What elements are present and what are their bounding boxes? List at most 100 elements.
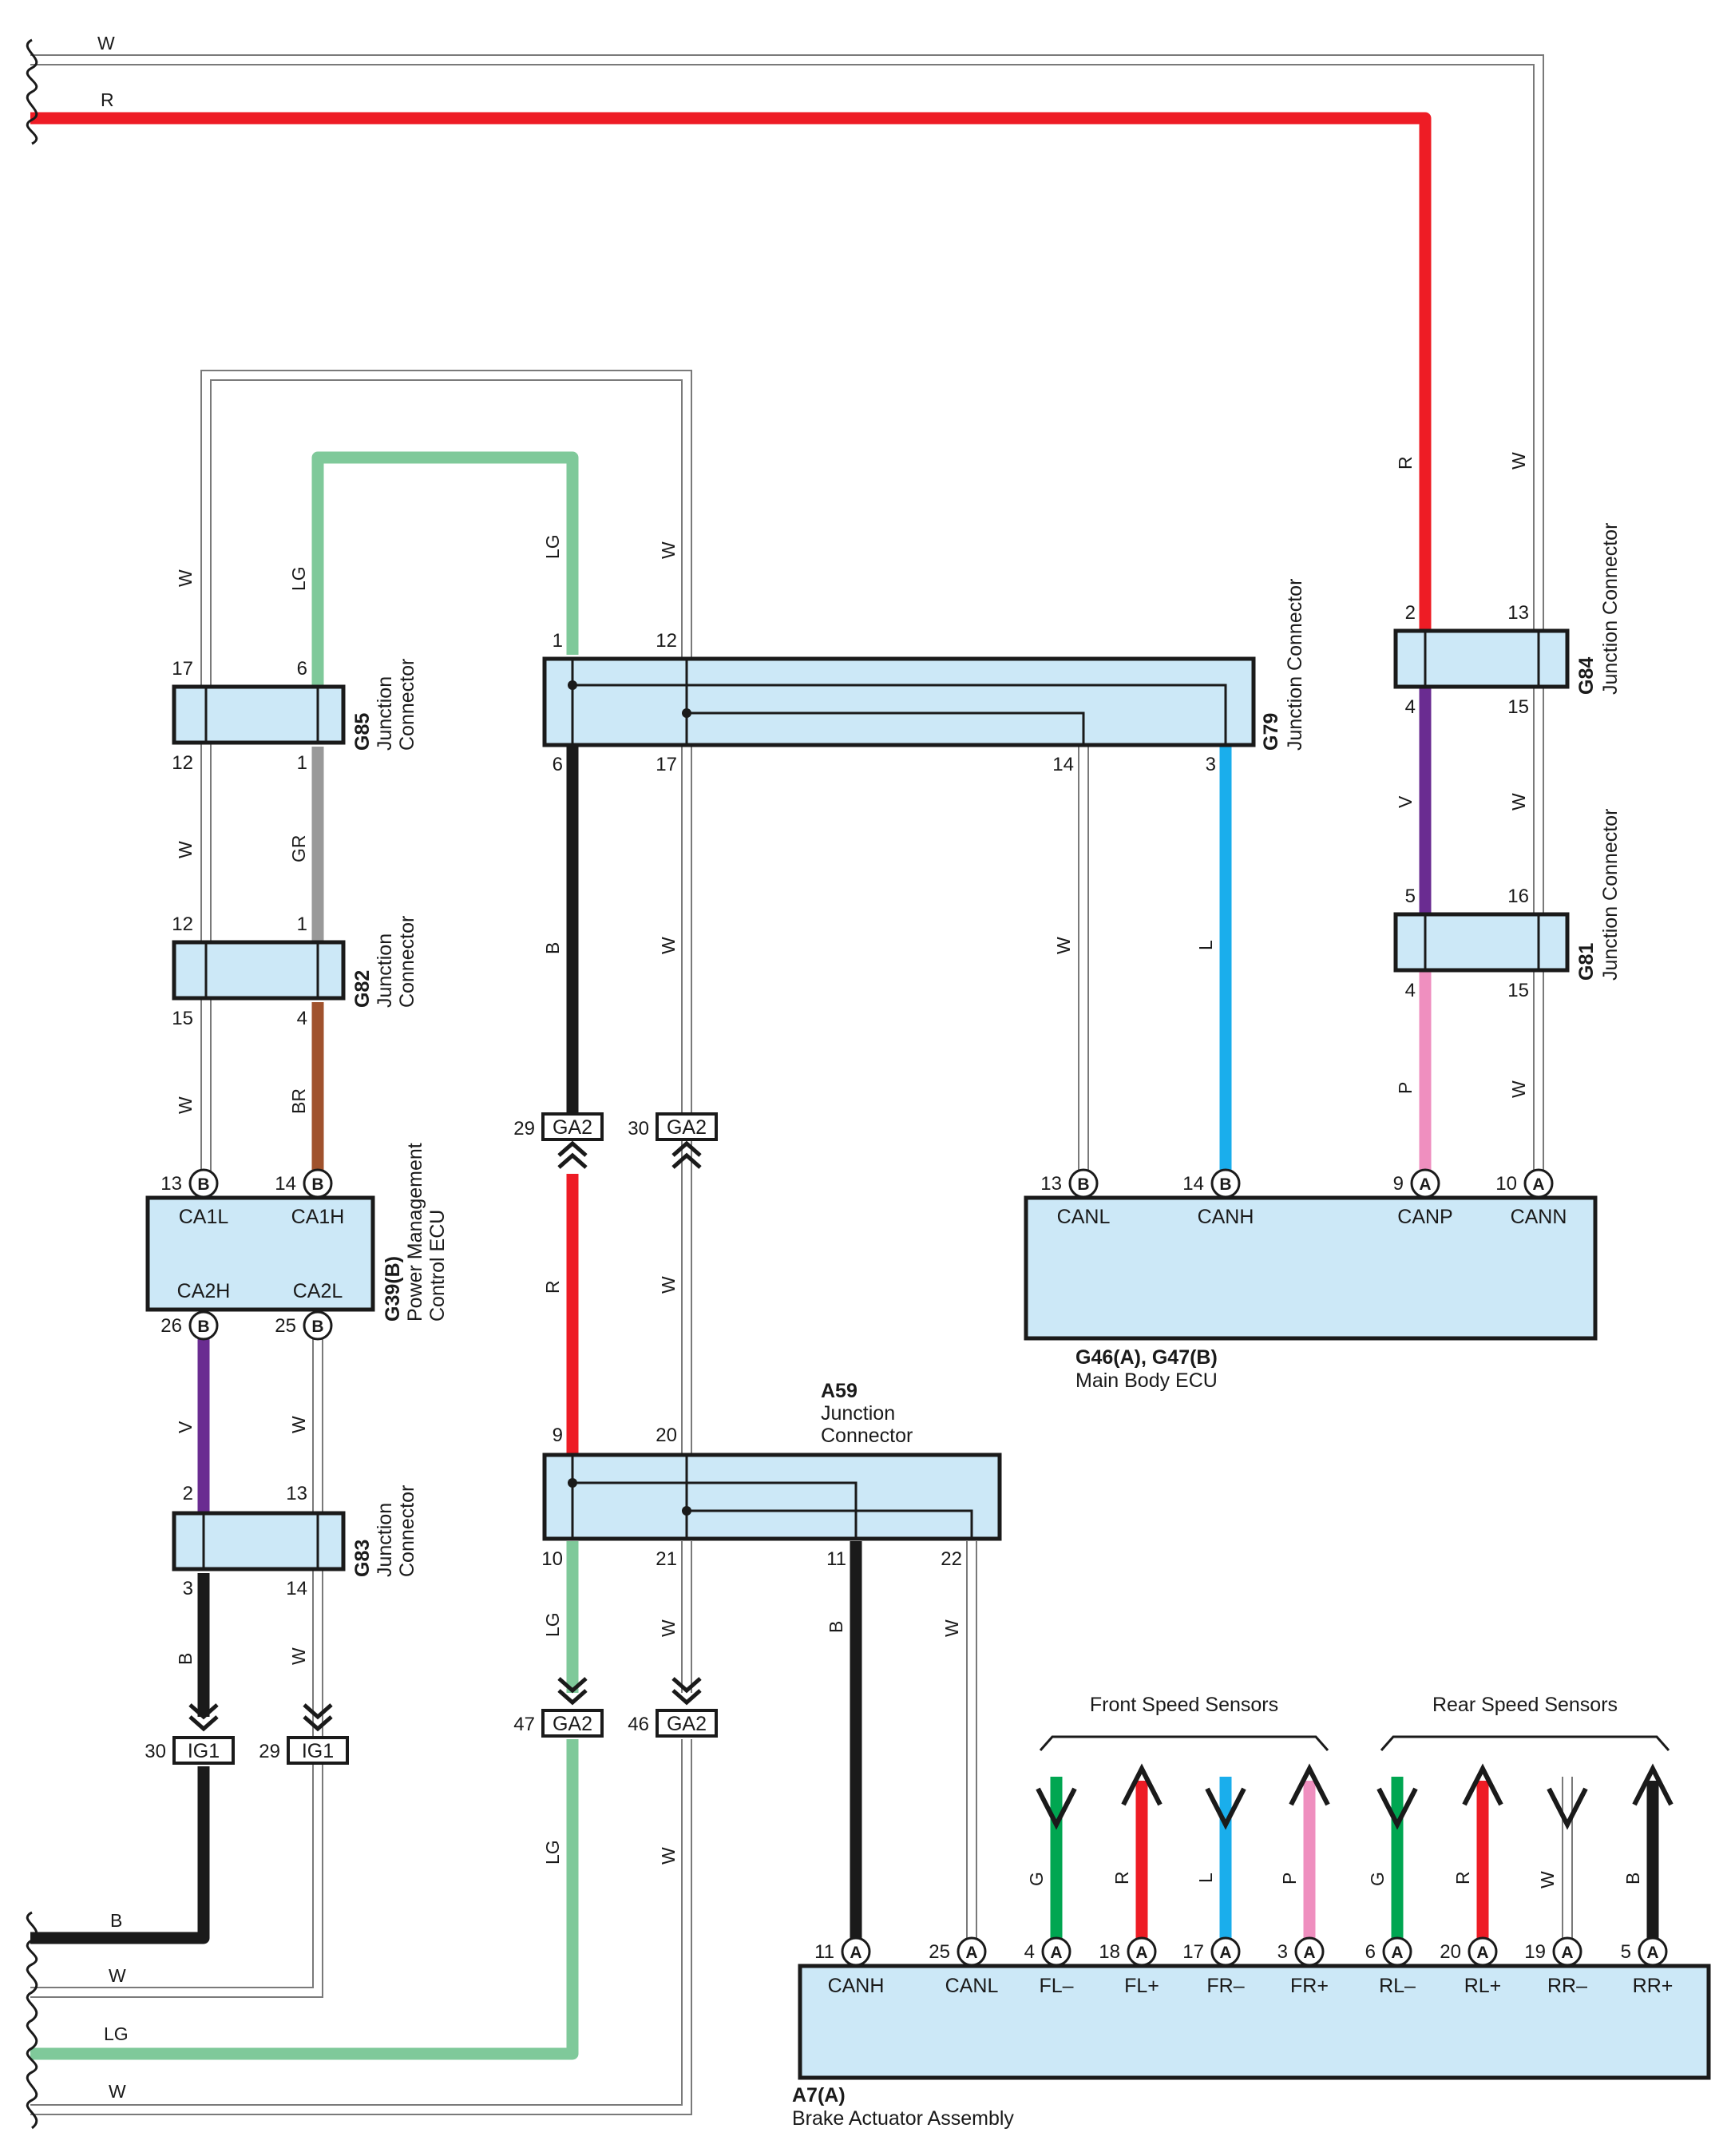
svg-text:14: 14	[1182, 1173, 1204, 1195]
terminal-a7-20[interactable]: A	[1468, 1936, 1498, 1967]
svg-text:22: 22	[941, 1548, 962, 1570]
pin-signal: FL+	[1124, 1975, 1159, 1997]
terminal-g39-13[interactable]: B	[188, 1168, 219, 1199]
svg-text:A: A	[1561, 1944, 1573, 1962]
svg-text:W: W	[658, 1847, 679, 1865]
connector-g85[interactable]: G85 Junction Connector	[172, 659, 418, 751]
plug-ga2-29[interactable]: GA2	[541, 1112, 604, 1169]
svg-text:20: 20	[656, 1425, 677, 1446]
svg-text:25: 25	[929, 1941, 950, 1963]
wire-lg-bottom[interactable]	[30, 1739, 579, 2060]
svg-text:A: A	[850, 1944, 862, 1962]
group-bracket	[1039, 1735, 1329, 1751]
connector-g83[interactable]: G83 Junction Connector	[172, 1485, 418, 1577]
terminal-g46-14[interactable]: B	[1210, 1168, 1241, 1199]
terminal-g46-13[interactable]: B	[1068, 1168, 1099, 1199]
svg-text:G: G	[1367, 1872, 1388, 1886]
svg-text:W: W	[175, 569, 196, 587]
wire-r-top[interactable]	[30, 112, 1432, 631]
terminal-a7-11[interactable]: A	[841, 1936, 871, 1967]
terminal-a7-19[interactable]: A	[1552, 1936, 1582, 1967]
wire-w-bottom-loop-2[interactable]	[30, 1739, 692, 2115]
svg-text:V: V	[1395, 795, 1416, 808]
pin-signal: CANP	[1397, 1206, 1452, 1228]
svg-text:12: 12	[656, 630, 677, 652]
terminal-g39-14[interactable]: B	[303, 1168, 333, 1199]
svg-text:W: W	[658, 937, 679, 954]
svg-text:GR: GR	[288, 835, 309, 863]
plug-ig1-29[interactable]: IG1	[287, 1703, 349, 1765]
svg-text:21: 21	[656, 1548, 677, 1570]
svg-text:W: W	[658, 1276, 679, 1294]
plug-ig1-30[interactable]: IG1	[172, 1703, 235, 1765]
svg-text:19: 19	[1524, 1941, 1546, 1963]
arrow-out-icon	[1289, 1763, 1330, 1806]
plug-ga2-30[interactable]: GA2	[656, 1112, 718, 1169]
plug-ga2-47[interactable]: GA2	[541, 1677, 604, 1738]
terminal-a7-17[interactable]: A	[1210, 1936, 1241, 1967]
break-mark-bottom	[26, 1911, 38, 2130]
terminal-g39-25[interactable]: B	[303, 1310, 333, 1341]
group-label: Front Speed Sensors	[1090, 1694, 1278, 1716]
wire-lg-top[interactable]	[311, 451, 579, 691]
wire-w-bottom-loop-1[interactable]	[30, 1330, 323, 1998]
pin-signal: CANH	[828, 1975, 885, 1997]
pin-signal: FR–	[1206, 1975, 1244, 1997]
terminal-a7-4[interactable]: A	[1041, 1936, 1071, 1967]
svg-text:29: 29	[513, 1118, 535, 1139]
terminal-g39-26[interactable]: B	[188, 1310, 219, 1341]
svg-text:14: 14	[286, 1578, 307, 1599]
svg-text:A: A	[1303, 1944, 1315, 1962]
ecu-main-body[interactable]: CANL CANH CANP CANN G46(A), G47(B) Main …	[1024, 1195, 1598, 1392]
wire-w-loop[interactable]	[200, 370, 692, 1342]
pin-signal: CA1L	[179, 1206, 229, 1228]
svg-text:10: 10	[1495, 1173, 1517, 1195]
pin-signal: RL–	[1379, 1975, 1416, 1997]
terminal-a7-6[interactable]: A	[1382, 1936, 1412, 1967]
wire-w-top[interactable]	[30, 54, 1544, 1182]
connector-desc: Main Body ECU	[1075, 1369, 1218, 1392]
svg-text:LG: LG	[542, 534, 563, 559]
svg-text:26: 26	[160, 1315, 182, 1337]
connector-g84[interactable]: G84 Junction Connector	[1393, 523, 1622, 695]
connector-g82[interactable]: G82 Junction Connector	[172, 916, 418, 1008]
connector-desc: Junction	[821, 1402, 895, 1425]
svg-text:R: R	[1452, 1871, 1473, 1885]
pin-signal: CANL	[945, 1975, 999, 1997]
connector-desc: Junction	[374, 1503, 396, 1577]
terminal-a7-5[interactable]: A	[1638, 1936, 1668, 1967]
terminal-a7-3[interactable]: A	[1294, 1936, 1325, 1967]
brake-actuator-assembly[interactable]: CANH CANL FL– FL+ FR– FR+ RL– RL+ RR– RR…	[792, 1964, 1711, 2130]
chevron-up-icon	[557, 1140, 588, 1169]
svg-text:G: G	[1026, 1872, 1047, 1886]
connector-desc: Power Management	[404, 1143, 426, 1322]
plug-ga2-46[interactable]: GA2	[656, 1677, 718, 1738]
connector-g79[interactable]: G79 Junction Connector	[542, 579, 1306, 751]
terminal-g46-10[interactable]: A	[1523, 1168, 1554, 1199]
terminal-a7-18[interactable]: A	[1127, 1936, 1157, 1967]
terminal-a7-25[interactable]: A	[957, 1936, 987, 1967]
connector-a59[interactable]: A59 Junction Connector	[542, 1380, 1002, 1541]
svg-text:9: 9	[1393, 1173, 1404, 1195]
connector-g81[interactable]: G81 Junction Connector	[1393, 809, 1622, 981]
connector-id: G85	[351, 713, 374, 751]
sensor-group-front: Front Speed Sensors	[1039, 1694, 1329, 1751]
svg-text:13: 13	[1507, 602, 1529, 624]
wire-b-bottom[interactable]	[30, 1766, 210, 1944]
svg-text:LG: LG	[542, 1612, 563, 1637]
pin-signal: CA2L	[293, 1280, 343, 1302]
connector-id: G79	[1260, 713, 1282, 751]
arrow-in-icon	[1205, 1787, 1246, 1830]
svg-text:1: 1	[297, 914, 307, 935]
connector-id: G81	[1575, 943, 1598, 981]
svg-text:B: B	[542, 942, 563, 954]
pin-signal: RR–	[1547, 1975, 1587, 1997]
ecu-g39b[interactable]: CA1L CA1H CA2H CA2L G39(B) Power Managem…	[145, 1143, 449, 1322]
svg-text:4: 4	[1024, 1941, 1035, 1963]
pin-signal: RR+	[1633, 1975, 1674, 1997]
terminal-g46-9[interactable]: A	[1410, 1168, 1440, 1199]
svg-text:13: 13	[286, 1483, 307, 1504]
svg-text:2: 2	[1405, 602, 1416, 624]
svg-text:16: 16	[1507, 886, 1529, 907]
pin-signal: RL+	[1464, 1975, 1502, 1997]
